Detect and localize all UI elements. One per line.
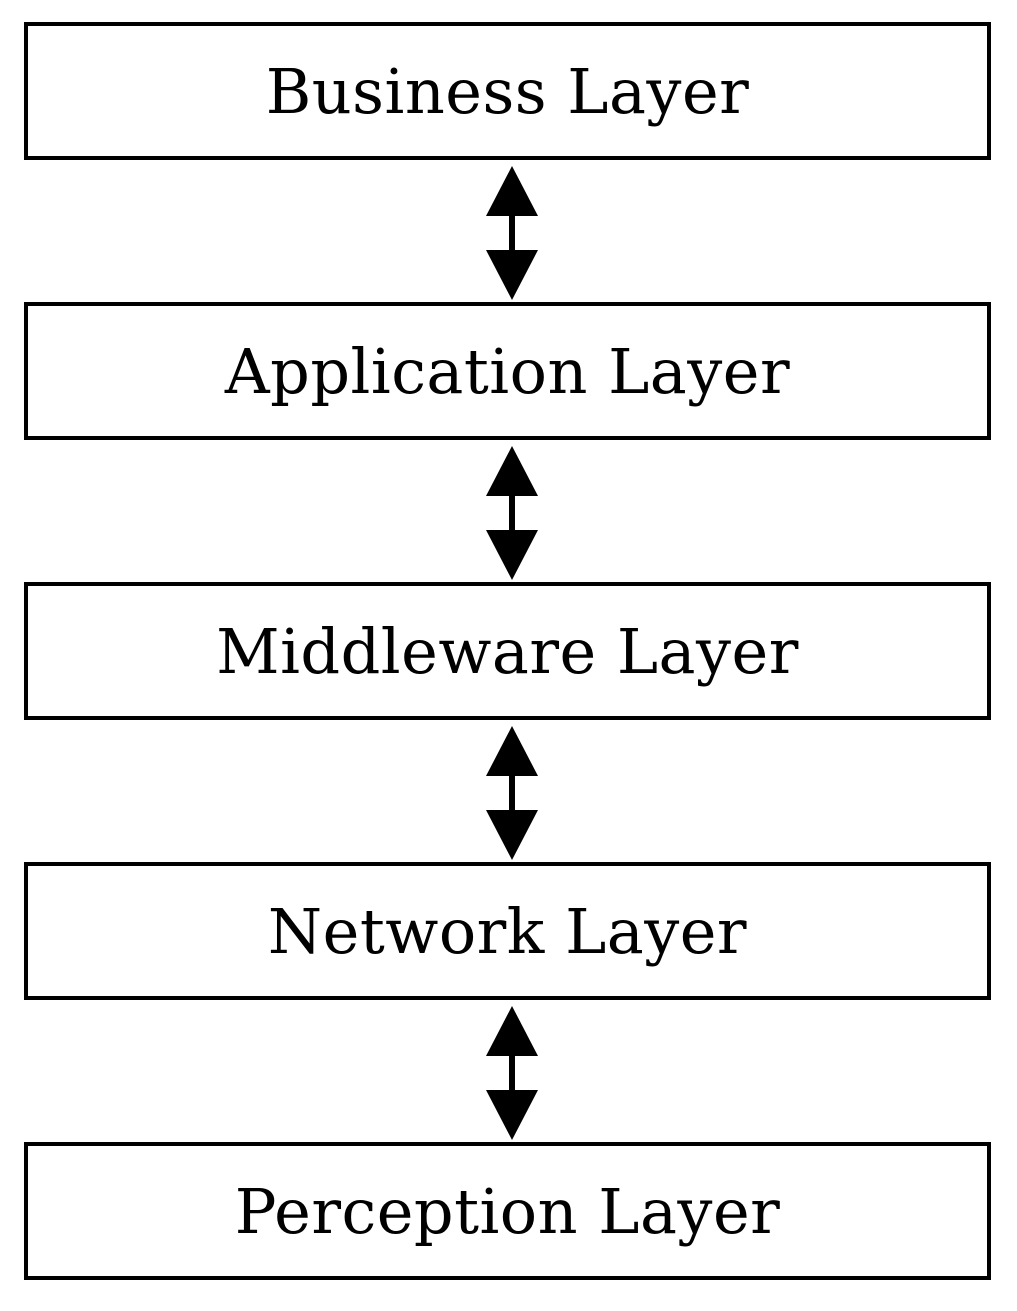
bidirectional-arrow-icon xyxy=(486,166,538,300)
layer-box-network: Network Layer xyxy=(24,862,991,1000)
layer-box-business: Business Layer xyxy=(24,22,991,160)
layer-box-middleware: Middleware Layer xyxy=(24,582,991,720)
layer-label-business: Business Layer xyxy=(265,54,750,128)
layer-box-application: Application Layer xyxy=(24,302,991,440)
bidirectional-arrow-icon xyxy=(486,726,538,860)
layer-label-middleware: Middleware Layer xyxy=(216,614,799,688)
bidirectional-arrow-icon xyxy=(486,1006,538,1140)
layer-label-perception: Perception Layer xyxy=(234,1174,781,1248)
layer-box-perception: Perception Layer xyxy=(24,1142,991,1280)
layer-label-application: Application Layer xyxy=(224,334,791,408)
layer-label-network: Network Layer xyxy=(267,894,748,968)
bidirectional-arrow-icon xyxy=(486,446,538,580)
